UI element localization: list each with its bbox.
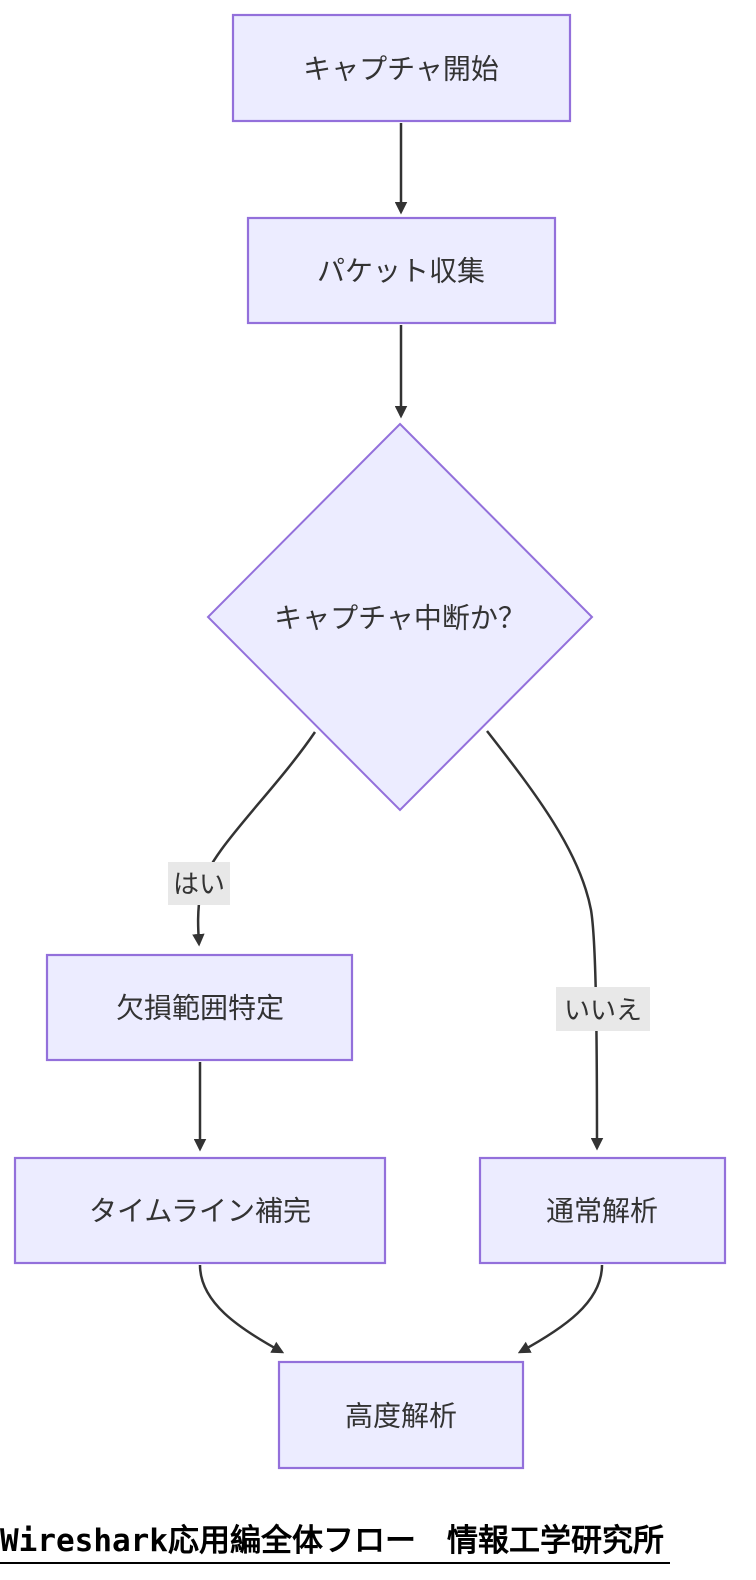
node-timeline-box: [13, 1156, 387, 1265]
node-identify-label: 欠損範囲特定: [116, 993, 284, 1024]
node-normal-box: [478, 1156, 727, 1265]
node-start-label: キャプチャ開始: [303, 54, 499, 85]
node-advanced-box: [277, 1360, 525, 1470]
node-identify-box: [45, 953, 354, 1062]
node-decision-diamond: [206, 422, 594, 812]
node-advanced: 高度解析: [277, 1360, 525, 1470]
node-advanced-label: 高度解析: [345, 1401, 457, 1432]
edge-label-no-text: いいえ: [564, 995, 642, 1025]
node-normal: 通常解析: [478, 1156, 727, 1265]
node-start-box: [231, 13, 572, 123]
node-identify: 欠損範囲特定: [45, 953, 354, 1062]
edge-decision-yes: [192, 731, 317, 947]
node-normal-label: 通常解析: [546, 1196, 658, 1227]
node-start: キャプチャ開始: [231, 13, 572, 123]
edge-timeline-to-advanced: [198, 1264, 285, 1354]
edge-label-yes-bg: [168, 862, 230, 905]
edge-label-yes: はい: [168, 862, 230, 905]
node-timeline-label: タイムライン補完: [89, 1196, 311, 1227]
node-decision-label: キャプチャ中断か？: [274, 603, 526, 634]
node-decision: キャプチャ中断か？: [206, 422, 594, 812]
edge-label-no: いいえ: [556, 987, 650, 1031]
edge-decision-no: [486, 730, 604, 1151]
node-collect-box: [246, 216, 557, 325]
diagram-title: Wireshark応用編全体フロー 情報工学研究所: [0, 1524, 670, 1564]
node-collect: パケット収集: [246, 216, 557, 325]
node-timeline: タイムライン補完: [13, 1156, 387, 1265]
edge-label-no-bg: [556, 987, 650, 1031]
edge-label-yes-text: はい: [173, 869, 225, 899]
edge-normal-to-advanced: [517, 1264, 604, 1354]
node-collect-label: パケット収集: [317, 256, 485, 287]
